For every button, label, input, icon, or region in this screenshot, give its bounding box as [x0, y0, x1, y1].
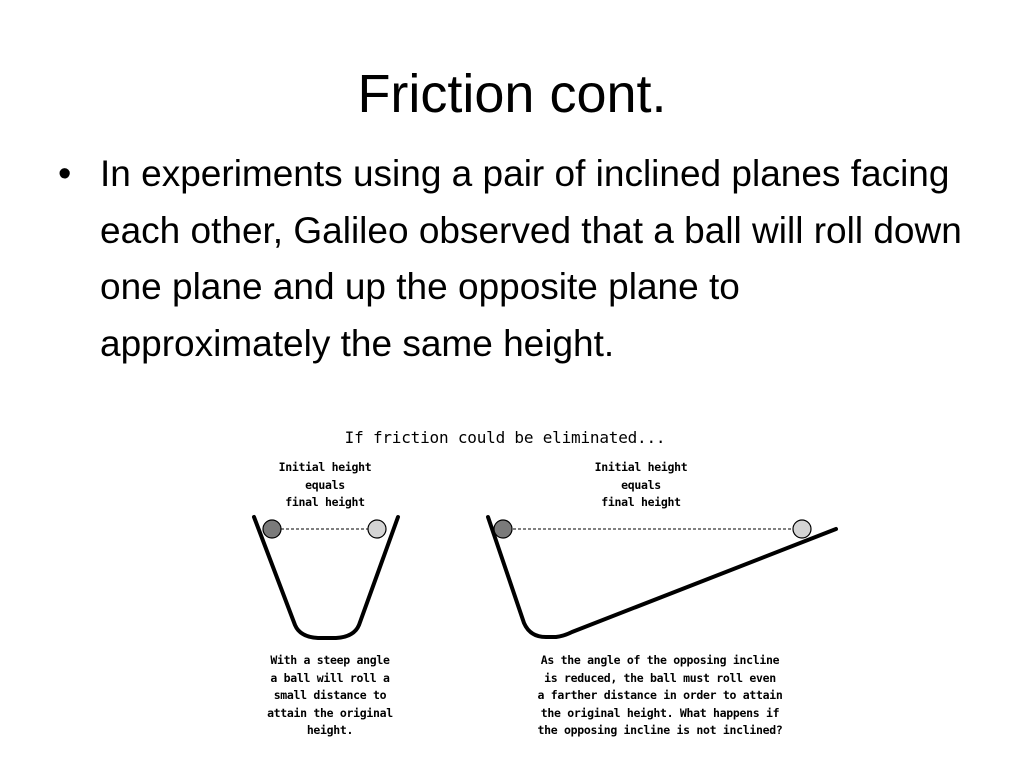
shallow-incline-track	[486, 515, 838, 639]
left-top-label: Initial height equals final height	[278, 460, 372, 509]
bullet-list: • In experiments using a pair of incline…	[58, 146, 978, 372]
slide-title: Friction cont.	[357, 64, 667, 124]
left-start-ball	[262, 519, 282, 539]
bullet-marker: •	[58, 153, 72, 195]
steep-u-track	[252, 515, 400, 640]
right-top-label: Initial height equals final height	[594, 460, 688, 509]
bullet-item: • In experiments using a pair of incline…	[58, 146, 978, 372]
left-end-ball	[367, 519, 387, 539]
right-start-ball	[493, 519, 513, 539]
right-caption: As the angle of the opposing incline is …	[537, 653, 783, 737]
figure-heading: If friction could be eliminated...	[344, 428, 666, 447]
bullet-text: In experiments using a pair of inclined …	[100, 153, 962, 364]
right-end-ball	[792, 519, 812, 539]
left-caption: With a steep angle a ball will roll a sm…	[267, 653, 393, 737]
